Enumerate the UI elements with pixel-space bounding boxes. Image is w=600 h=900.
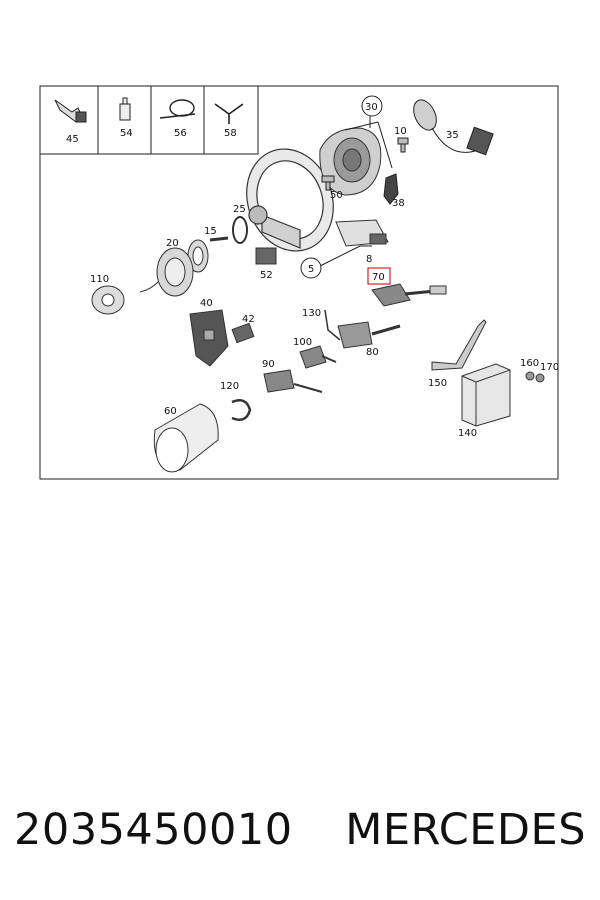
- part-52-sensor: [255, 247, 277, 265]
- label-80: 80: [366, 347, 379, 358]
- part-38-bracket: [383, 173, 399, 205]
- part-42-bolt: [231, 322, 255, 344]
- inset-label-56: 56: [174, 128, 187, 139]
- steering-wheel: [246, 148, 334, 252]
- label-40: 40: [200, 298, 213, 309]
- airbag-module: [319, 127, 382, 196]
- part-10-screw: [397, 137, 409, 153]
- diagram-frame: [39, 85, 559, 480]
- label-15: 15: [204, 226, 217, 237]
- label-38: 38: [392, 198, 405, 209]
- label-100: 100: [293, 337, 312, 348]
- label-130: 130: [302, 308, 321, 319]
- part-54-plug-icon: [119, 97, 131, 121]
- inset-label-45: 45: [66, 134, 79, 145]
- callout-70-label: 70: [372, 272, 385, 283]
- label-60: 60: [164, 406, 177, 417]
- callout-30-label: 30: [365, 102, 378, 113]
- part-70-combination-switch: [371, 283, 447, 307]
- part-56-cable-tie-icon: [159, 99, 196, 119]
- part-140-control-unit: [461, 363, 511, 427]
- part-number: 2035450010: [14, 805, 293, 855]
- part-15-screw: [209, 236, 229, 242]
- label-35: 35: [446, 130, 459, 141]
- small-parts-inset: 45 54 56 58: [39, 85, 259, 155]
- part-25-ring: [232, 216, 248, 244]
- callout-30: [361, 95, 383, 117]
- label-52: 52: [260, 270, 273, 281]
- callout-5: [300, 257, 322, 279]
- part-170-washer: [535, 373, 545, 383]
- label-90: 90: [262, 359, 275, 370]
- part-150-lever: [431, 319, 487, 371]
- part-35-button: [413, 99, 494, 156]
- label-50: 50: [330, 190, 343, 201]
- label-170: 170: [540, 362, 559, 373]
- part-130-cable: [324, 309, 341, 341]
- label-160: 160: [520, 358, 539, 369]
- label-150: 150: [428, 378, 447, 389]
- label-140: 140: [458, 428, 477, 439]
- part-caption: 2035450010 MERCEDES: [0, 800, 600, 860]
- part-50-screw: [321, 175, 335, 191]
- label-110: 110: [90, 274, 109, 285]
- part-160-nut: [525, 371, 535, 381]
- part-45-connector-icon: [54, 99, 87, 123]
- label-120: 120: [220, 381, 239, 392]
- label-20: 20: [166, 238, 179, 249]
- part-110-contact-disc: [91, 247, 194, 315]
- label-25: 25: [233, 204, 246, 215]
- part-90-switch: [263, 369, 323, 393]
- part-120-clip: [231, 399, 252, 421]
- part-100-switch: [299, 345, 337, 369]
- part-40-lock-housing: [189, 309, 229, 367]
- part-58-clip-icon: [214, 103, 244, 124]
- inset-label-58: 58: [224, 128, 237, 139]
- part-60-column-cover: [153, 403, 219, 473]
- inset-label-54: 54: [120, 128, 133, 139]
- callout-70-highlight: [367, 267, 391, 285]
- label-10: 10: [394, 126, 407, 137]
- label-42: 42: [242, 314, 255, 325]
- brand-name: MERCEDES: [345, 805, 586, 855]
- label-8: 8: [366, 254, 372, 265]
- part-80-switch: [337, 321, 401, 349]
- callout-5-label: 5: [308, 264, 314, 275]
- part-8-module: [335, 219, 389, 247]
